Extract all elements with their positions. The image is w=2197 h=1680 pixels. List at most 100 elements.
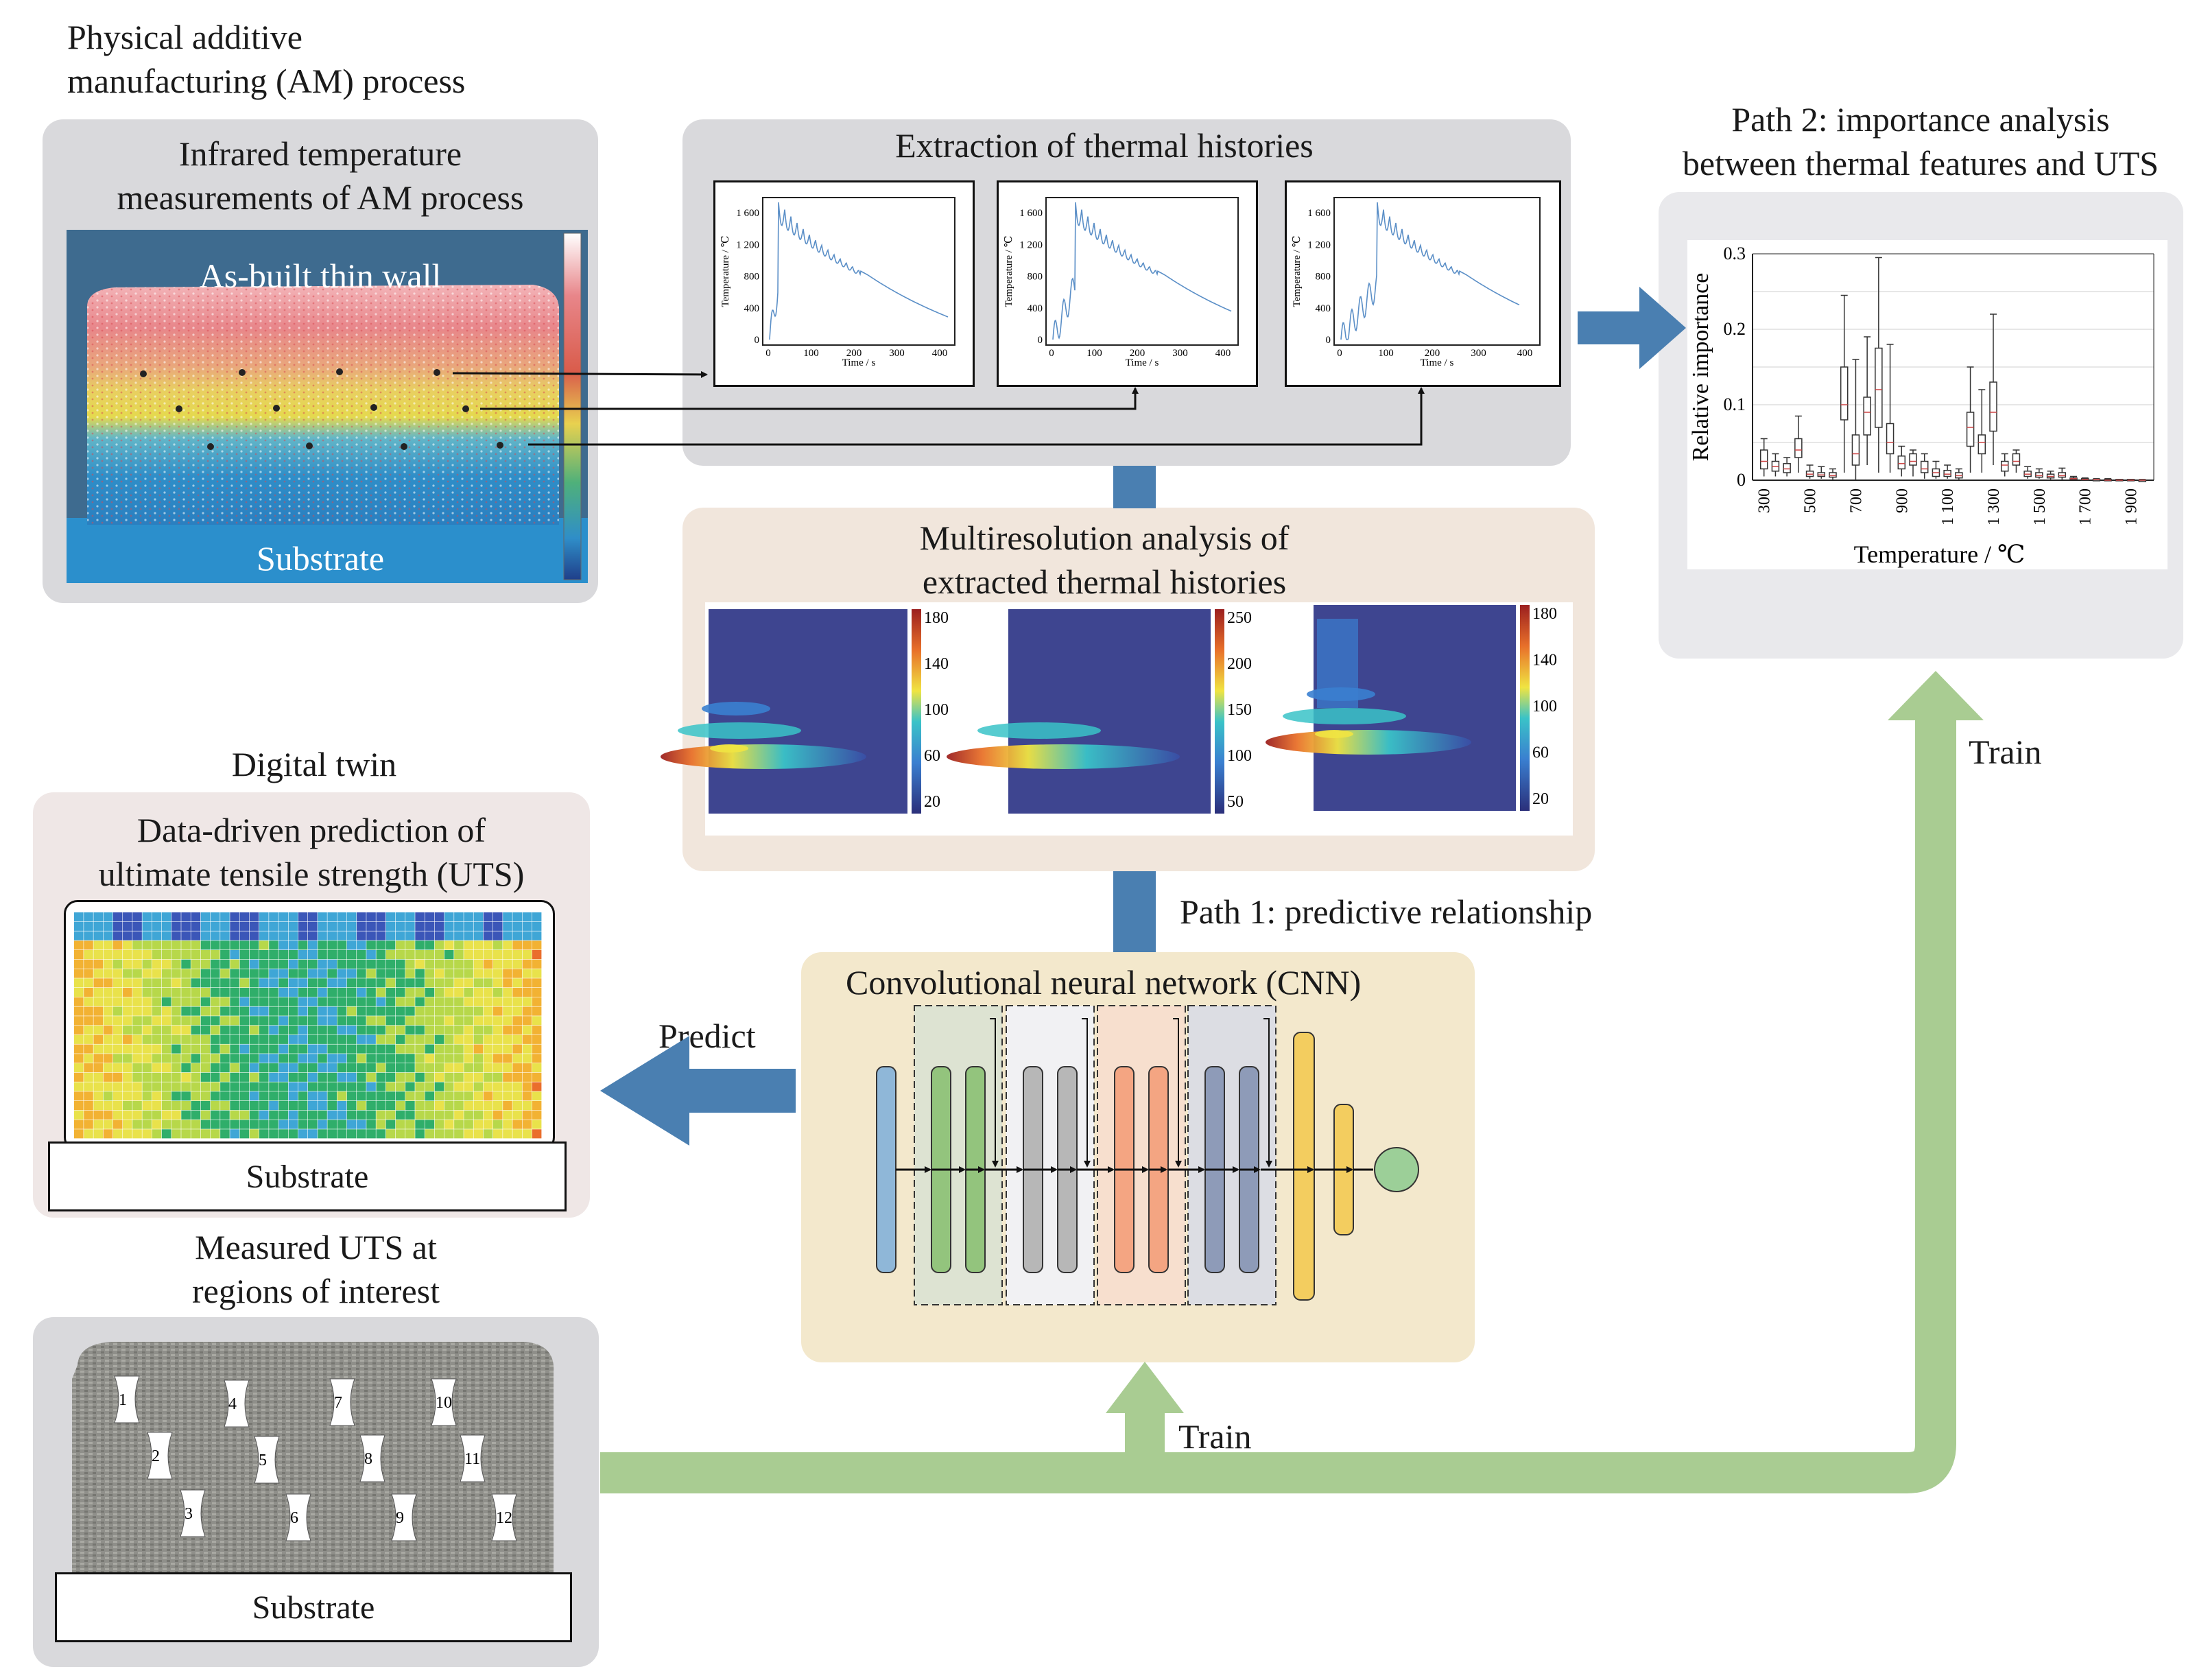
uts-map-cell xyxy=(132,969,142,978)
uts-map-cell xyxy=(318,1026,327,1035)
uts-map-cell xyxy=(93,1082,104,1091)
uts-map-cell xyxy=(464,988,473,997)
uts-map-cell xyxy=(464,1101,473,1111)
uts-map-cell xyxy=(103,997,113,1006)
uts-map-cell xyxy=(230,950,239,960)
uts-map-cell xyxy=(483,921,493,931)
x-tick-label: 400 xyxy=(932,348,948,359)
uts-map-cell xyxy=(112,969,123,978)
uts-map-cell xyxy=(395,921,405,931)
uts-map-cell xyxy=(532,988,542,997)
uts-map-cell xyxy=(366,1120,376,1129)
uts-map-cell xyxy=(318,1016,327,1026)
uts-map-cell xyxy=(230,1006,239,1016)
uts-map-cell xyxy=(454,1082,464,1091)
uts-map-cell xyxy=(132,959,142,969)
uts-map-cell xyxy=(132,1054,142,1063)
uts-map-cell xyxy=(473,1120,484,1129)
uts-map-cell xyxy=(123,940,132,950)
uts-map-cell xyxy=(327,1072,337,1082)
uts-map-cell xyxy=(425,969,435,978)
uts-map-cell xyxy=(532,978,542,988)
uts-map-cell xyxy=(259,1129,269,1139)
uts-map-cell xyxy=(395,940,405,950)
uts-map-cell xyxy=(171,1034,181,1044)
uts-map-cell xyxy=(191,1063,201,1073)
uts-map-cell xyxy=(220,978,230,988)
uts-map-cell xyxy=(239,1006,250,1016)
uts-map-cell xyxy=(376,978,386,988)
uts-map-cell xyxy=(434,1101,444,1111)
x-tick-label: 300 xyxy=(1471,348,1486,359)
uts-map-cell xyxy=(318,1101,327,1111)
uts-map-cell xyxy=(415,921,425,931)
uts-map-cell xyxy=(278,1091,288,1101)
tensile-specimen xyxy=(431,1378,457,1426)
uts-map-cell xyxy=(181,1026,191,1035)
uts-map-cell xyxy=(181,1101,191,1111)
uts-map-cell xyxy=(492,988,503,997)
uts-map-cell xyxy=(415,1044,425,1054)
uts-map-cell xyxy=(395,969,405,978)
uts-map-cell xyxy=(464,950,473,960)
uts-map-cell xyxy=(434,978,444,988)
uts-map-cell xyxy=(123,969,132,978)
tensile-specimen xyxy=(391,1493,417,1541)
uts-map-cell xyxy=(385,978,396,988)
y-tick-label: 1 200 xyxy=(736,239,759,250)
uts-map-cell xyxy=(230,1016,239,1026)
uts-map-cell xyxy=(522,1082,532,1091)
uts-map-cell xyxy=(512,1016,522,1026)
uts-map-cell xyxy=(152,1091,162,1101)
uts-map-cell xyxy=(112,1110,123,1120)
uts-map-cell xyxy=(327,931,337,940)
uts-map-cell xyxy=(269,959,278,969)
uts-map-cell xyxy=(337,931,347,940)
uts-map-cell xyxy=(142,1034,152,1044)
uts-map-cell xyxy=(288,1129,298,1139)
uts-map-cell xyxy=(346,997,357,1006)
uts-map-cell xyxy=(220,950,230,960)
colorbar-tick-label: 180 xyxy=(924,609,949,627)
uts-map-cell xyxy=(492,931,503,940)
uts-map-cell xyxy=(308,1101,318,1111)
uts-map-cell xyxy=(191,1120,201,1129)
uts-map-cell xyxy=(415,1129,425,1139)
uts-map-cell xyxy=(112,1129,123,1139)
uts-map-cell xyxy=(74,1082,84,1091)
uts-map-cell xyxy=(142,912,152,922)
uts-map-cell xyxy=(74,1034,84,1044)
uts-map-cell xyxy=(366,950,376,960)
uts-map-cell xyxy=(142,1091,152,1101)
uts-map-cell xyxy=(492,1101,503,1111)
uts-map-cell xyxy=(123,1082,132,1091)
uts-map-cell xyxy=(249,1054,259,1063)
uts-map-cell xyxy=(298,1082,308,1091)
uts-map-cell xyxy=(366,959,376,969)
uts-map-cell xyxy=(464,1110,473,1120)
uts-map-cell xyxy=(327,940,337,950)
uts-map-cell xyxy=(191,978,201,988)
tensile-specimen xyxy=(491,1493,517,1541)
uts-map-cell xyxy=(444,931,454,940)
uts-map-cell xyxy=(395,1034,405,1044)
uts-map-cell xyxy=(84,1072,93,1082)
uts-map-cell xyxy=(171,1016,181,1026)
uts-map-cell xyxy=(142,978,152,988)
uts-map-cell xyxy=(415,1026,425,1035)
uts-map-cell xyxy=(337,1101,347,1111)
colorbar-tick-label: 140 xyxy=(924,655,949,673)
scalogram-band xyxy=(1283,708,1406,724)
cnn-block xyxy=(914,1005,1003,1305)
uts-map-cell xyxy=(278,1120,288,1129)
uts-map-cell xyxy=(210,1034,220,1044)
uts-map-cell xyxy=(385,912,396,922)
uts-map-cell xyxy=(181,912,191,922)
uts-map-cell xyxy=(239,1101,250,1111)
uts-map-cell xyxy=(327,1091,337,1101)
uts-map-cell xyxy=(171,1120,181,1129)
uts-map-cell xyxy=(415,1063,425,1073)
uts-map-cell xyxy=(298,1120,308,1129)
y-tick-label: 1 600 xyxy=(736,208,759,219)
